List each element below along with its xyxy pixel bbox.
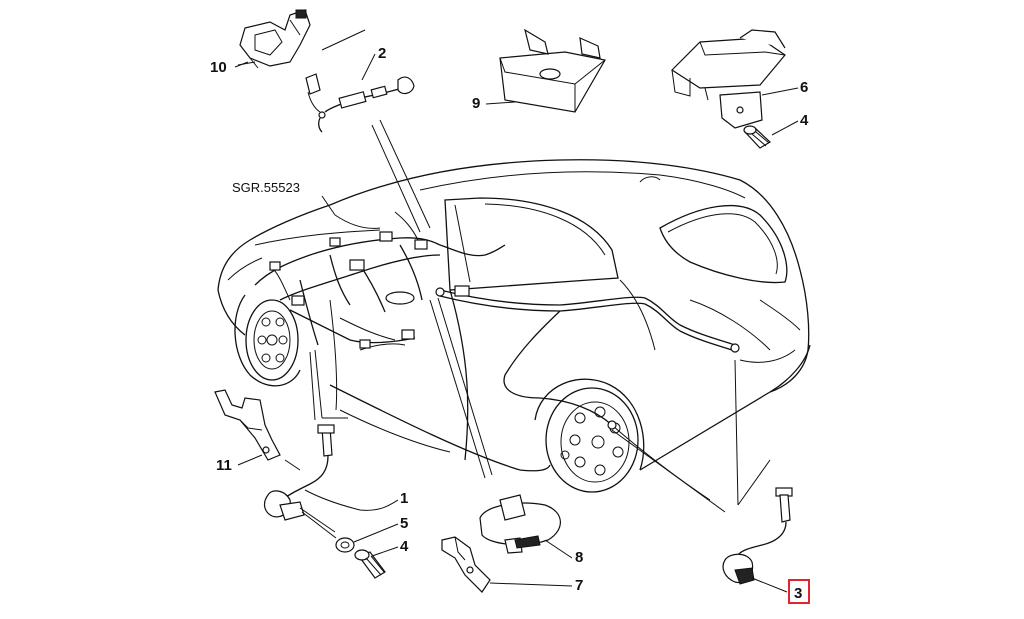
part-11-bracket	[214, 389, 281, 461]
callout-4-top: 4	[800, 112, 809, 129]
part-6-bracket	[671, 29, 786, 129]
part-10-clip	[237, 9, 311, 69]
callout-6: 6	[800, 79, 808, 96]
callout-1: 1	[400, 490, 408, 507]
callout-11: 11	[216, 457, 232, 474]
callout-labels: 10 2 9 6 4 SGR.55523 11 1 5 4 8 7 3	[210, 45, 810, 604]
part-5-washer	[335, 537, 355, 553]
highlight-box	[788, 579, 810, 604]
rear-wheel	[534, 378, 645, 493]
callout-2: 2	[378, 45, 386, 62]
reference-group-label: SGR.55523	[232, 180, 300, 195]
callout-3: 3	[794, 585, 802, 602]
front-wheel	[234, 294, 301, 387]
callout-7: 7	[575, 577, 583, 594]
wiring-harness	[254, 211, 740, 501]
car-body	[217, 159, 811, 472]
part-3-rear-sensor	[722, 487, 793, 585]
part-4-screw-top	[743, 125, 771, 149]
callout-9: 9	[472, 95, 480, 112]
part-2-sensor-lead	[305, 73, 415, 133]
callout-8: 8	[575, 549, 583, 566]
part-7-bracket	[441, 536, 491, 593]
part-4-screw-bottom	[354, 549, 386, 579]
callout-10: 10	[210, 59, 227, 76]
part-1-front-sensor	[263, 424, 399, 539]
part-8-cover	[479, 494, 561, 554]
part-9-bracket	[499, 28, 606, 113]
leader-lines	[284, 29, 771, 513]
callout-4-bottom: 4	[400, 538, 409, 555]
callout-5: 5	[400, 515, 408, 532]
